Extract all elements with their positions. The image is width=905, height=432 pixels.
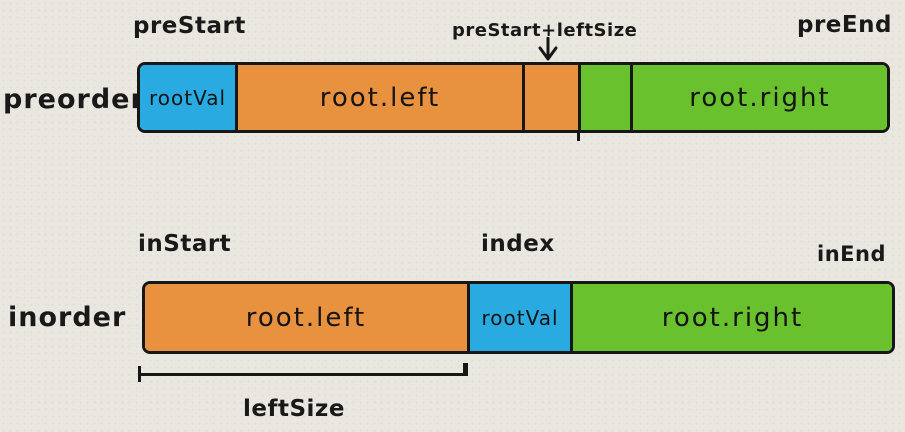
bracket-line: [139, 373, 468, 376]
inend-label: inEnd: [817, 242, 886, 266]
bracket-left-tick: [138, 366, 141, 382]
preorder-segment-right-spacer: [581, 65, 633, 130]
preorder-segment-left-spacer: [525, 65, 581, 130]
arrow-down-icon: [538, 37, 558, 61]
prestart-plus-leftsize-label: preStart+leftSize: [452, 20, 638, 41]
preorder-segment-rootval: rootVal: [140, 65, 238, 130]
leftsize-label: leftSize: [243, 396, 345, 422]
inorder-row-label: inorder: [8, 302, 127, 333]
divider-overshoot-mark: [577, 131, 580, 141]
instart-label: inStart: [138, 231, 232, 257]
preend-label: preEnd: [797, 12, 892, 38]
inorder-segment-rootleft: root.left: [145, 284, 470, 351]
inorder-segment-rootright: root.right: [573, 284, 892, 351]
index-label: index: [481, 231, 555, 257]
preorder-array-bar: rootVal root.left root.right: [137, 62, 890, 133]
bracket-right-tick: [463, 363, 468, 376]
preorder-segment-rootleft: root.left: [238, 65, 525, 130]
preorder-segment-rootright: root.right: [633, 65, 887, 130]
prestart-label: preStart: [133, 13, 246, 39]
preorder-row-label: preorder: [3, 84, 145, 115]
inorder-segment-rootval: rootVal: [470, 284, 573, 351]
inorder-array-bar: root.left rootVal root.right: [142, 281, 895, 354]
